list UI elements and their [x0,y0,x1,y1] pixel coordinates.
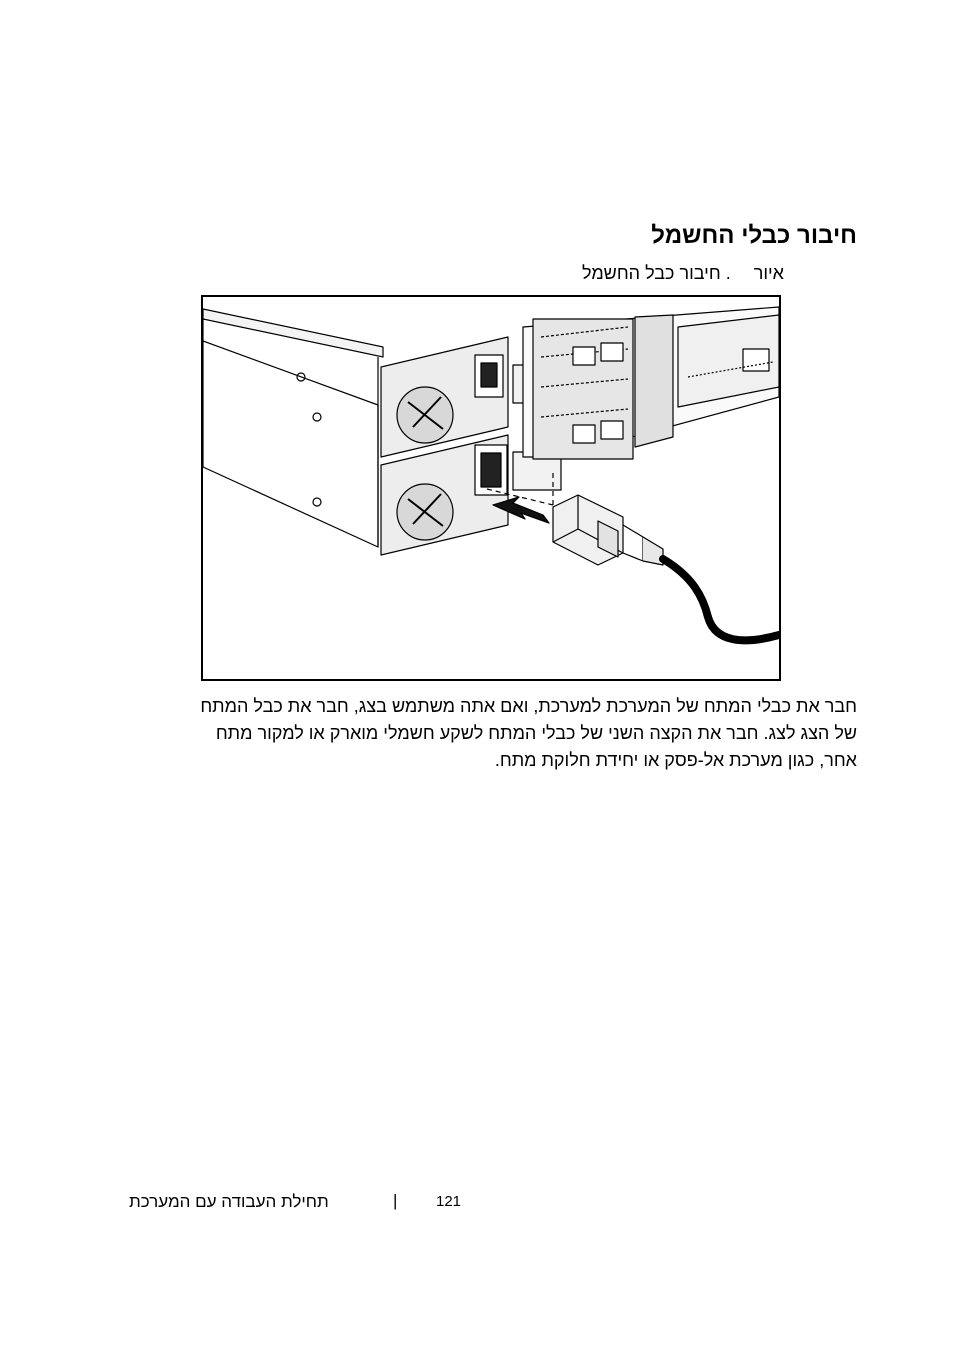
footer-separator: | [393,1191,398,1210]
section-title: חיבור כבלי החשמל [651,222,857,249]
footer-chapter-title: תחילת העבודה עם המערכת [129,1192,329,1211]
server-chassis [203,308,384,358]
body-line: חבר את כבלי המתח של המערכת למערכת, ואם א… [200,696,857,716]
page-number: 121 [436,1193,462,1210]
rear-io-panel [522,306,779,460]
figure-caption-text: . חיבור כבל החשמל [581,263,731,283]
page-footer: תחילת העבודה עם המערכת | 121 [129,1191,469,1214]
insert-arrow [492,496,550,524]
power-cable-connection-illustration [203,306,779,645]
body-paragraph: חבר את כבלי המתח של המערכת למערכת, ואם א… [132,693,857,774]
figure-illustration [201,295,781,681]
power-cable [659,555,779,645]
figure-caption: איור . חיבור כבל החשמל [582,263,784,284]
power-plug [552,494,664,566]
figure-label: איור [753,263,784,283]
body-line: אחר, כגון מערכת אל-פסק או יחידת חלוקת מת… [494,750,857,770]
body-line: של הצג לצג. חבר את הקצה השני של כבלי המת… [215,723,857,743]
